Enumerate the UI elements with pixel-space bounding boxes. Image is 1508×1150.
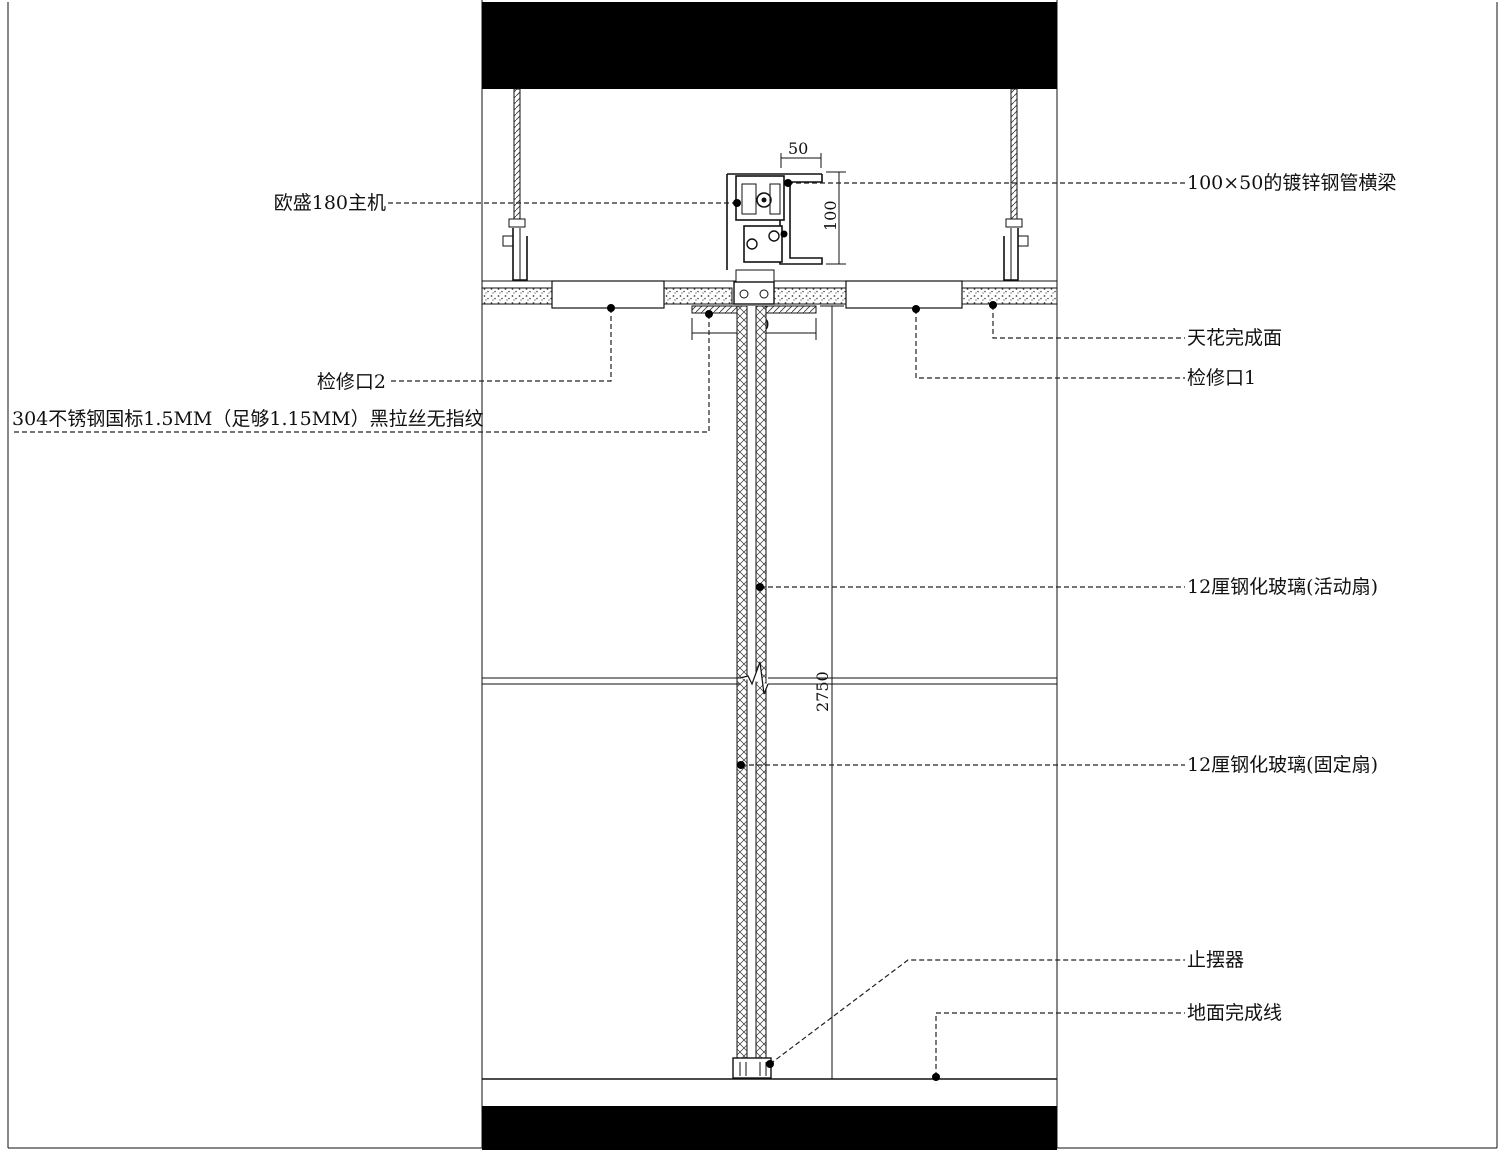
leader-access-panel-1 [912,305,1185,379]
hanger-rod-right [1003,88,1029,281]
hanger-rod-left [502,88,528,281]
glass-panel-gap [747,306,756,1076]
floor-stop-shape [732,1057,772,1079]
steel-beam-shape [726,173,823,305]
leader-access-panel-2 [388,304,615,382]
break-line [482,661,1057,695]
label-steel-beam: 100×50的镀锌钢管横梁 [1187,172,1396,194]
leader-glass-moving [756,583,1185,591]
label-host-unit: 欧盛180主机 [274,192,386,214]
label-floor-stop: 止摆器 [1187,949,1244,971]
label-glass-moving: 12厘钢化玻璃(活动扇) [1187,576,1378,598]
leader-host-unit [388,199,741,207]
dimension-2750-text: 2750 [813,671,832,712]
leader-floor-finish [932,1012,1185,1081]
dimension-2750: 2750 [808,305,844,1080]
top-slab [482,2,1057,89]
glass-panel-fixed [736,305,748,1077]
dimension-100: 100 [821,171,846,265]
leader-glass-fixed [737,761,1185,769]
leader-ceiling-finish [989,301,1185,339]
leader-floor-stop [766,959,1185,1068]
bottom-slab [482,1106,1057,1150]
label-ceiling-finish: 天花完成面 [1187,327,1282,349]
label-floor-finish-line: 地面完成线 [1187,1002,1282,1024]
leader-steel-beam [784,179,1185,187]
label-access-panel-2: 检修口2 [317,371,386,393]
label-glass-fixed: 12厘钢化玻璃(固定扇) [1187,754,1378,776]
access-panel-2-shape [551,280,665,309]
label-stainless-trim: 304不锈钢国标1.5MM（足够1.15MM）黑拉丝无指纹 [12,408,484,430]
dimension-50-text: 50 [788,139,808,158]
dimension-100-text: 100 [821,200,840,231]
label-access-panel-1: 检修口1 [1187,367,1256,389]
dimension-50: 50 [780,139,822,168]
leader-stainless-trim [12,310,713,433]
access-panel-1-shape [845,280,963,309]
